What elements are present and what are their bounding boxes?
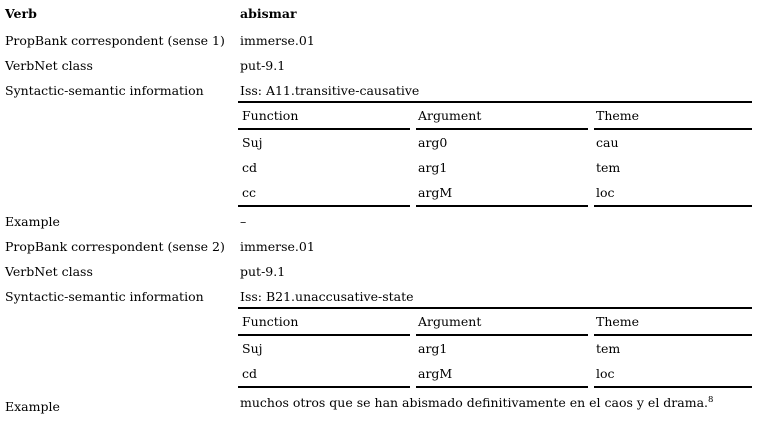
verbnet-row-sense-1: VerbNet class put-9.1 bbox=[0, 56, 757, 81]
cell-argument: arg0 bbox=[418, 135, 448, 150]
column-header-function: Function bbox=[242, 108, 299, 123]
propbank-value-sense-2: immerse.01 bbox=[240, 239, 315, 254]
rule-segment-argument bbox=[416, 205, 588, 207]
rule-segment-function bbox=[238, 386, 410, 388]
propbank-label-sense-1: PropBank correspondent (sense 1) bbox=[5, 33, 225, 48]
syntsem-value-sense-1: Iss: A11.transitive-causative bbox=[240, 83, 420, 98]
cell-theme: loc bbox=[596, 366, 615, 381]
cell-function: cd bbox=[242, 366, 258, 381]
column-header-argument: Argument bbox=[418, 108, 482, 123]
example-label-sense-1: Example bbox=[5, 214, 60, 229]
entry-header-label: Verb bbox=[5, 6, 37, 21]
column-header-function: Function bbox=[242, 314, 299, 329]
table-bottom-rule bbox=[238, 205, 752, 207]
table-row: Suj arg0 cau bbox=[238, 130, 752, 155]
verbnet-value-sense-2: put-9.1 bbox=[240, 264, 286, 279]
table-header-row: Function Argument Theme bbox=[238, 309, 752, 334]
rule-segment-argument bbox=[416, 386, 588, 388]
argument-table-sense-1: Function Argument Theme Suj arg0 cau cd … bbox=[238, 101, 752, 207]
cell-theme: loc bbox=[596, 185, 615, 200]
table-header-row: Function Argument Theme bbox=[238, 103, 752, 128]
syntsem-label-sense-1: Syntactic-semantic information bbox=[5, 83, 204, 98]
cell-theme: tem bbox=[596, 341, 621, 356]
syntsem-label-sense-2: Syntactic-semantic information bbox=[5, 289, 204, 304]
syntsem-value-sense-2: Iss: B21.unaccusative-state bbox=[240, 289, 414, 304]
table-row: cd argM loc bbox=[238, 361, 752, 386]
verbnet-label-sense-2: VerbNet class bbox=[5, 264, 93, 279]
cell-theme: tem bbox=[596, 160, 621, 175]
cell-argument: argM bbox=[418, 185, 453, 200]
example-row-sense-2: Example bbox=[0, 397, 757, 422]
footnote-marker: 8 bbox=[708, 394, 714, 405]
rule-segment-theme bbox=[594, 205, 752, 207]
argument-table-sense-2: Function Argument Theme Suj arg1 tem cd … bbox=[238, 307, 752, 388]
rule-segment-argument bbox=[416, 334, 588, 336]
table-top-rule bbox=[238, 307, 752, 309]
rule-segment-function bbox=[238, 128, 410, 130]
cell-function: cc bbox=[242, 185, 257, 200]
entry-header-value: abismar bbox=[240, 6, 297, 21]
rule-segment-theme bbox=[594, 334, 752, 336]
rule-segment-theme bbox=[594, 386, 752, 388]
syntsem-row-sense-2: Syntactic-semantic information bbox=[0, 287, 757, 312]
cell-theme: cau bbox=[596, 135, 619, 150]
column-header-theme: Theme bbox=[596, 314, 640, 329]
rule-segment-function bbox=[238, 205, 410, 207]
example-value-sense-1: – bbox=[240, 214, 247, 229]
column-header-argument: Argument bbox=[418, 314, 482, 329]
verbnet-row-sense-2: VerbNet class put-9.1 bbox=[0, 262, 757, 287]
cell-function: cd bbox=[242, 160, 258, 175]
entry-header-row: Verb abismar bbox=[0, 4, 757, 29]
table-bottom-rule bbox=[238, 386, 752, 388]
syntsem-row-sense-1: Syntactic-semantic information bbox=[0, 81, 757, 106]
table-top-rule bbox=[238, 101, 752, 103]
verbnet-value-sense-1: put-9.1 bbox=[240, 58, 286, 73]
column-header-theme: Theme bbox=[596, 108, 640, 123]
rule-segment-argument bbox=[416, 128, 588, 130]
verbnet-label-sense-1: VerbNet class bbox=[5, 58, 93, 73]
table-header-rule bbox=[238, 128, 752, 130]
example-row-sense-1: Example – bbox=[0, 212, 757, 237]
table-row: cc argM loc bbox=[238, 180, 752, 205]
cell-argument: arg1 bbox=[418, 341, 448, 356]
example-value-sense-2: muchos otros que se han abismado definit… bbox=[240, 393, 713, 412]
example-label-sense-2: Example bbox=[5, 399, 60, 414]
rule-segment-function bbox=[238, 334, 410, 336]
table-row: cd arg1 tem bbox=[238, 155, 752, 180]
rule-segment-theme bbox=[594, 128, 752, 130]
cell-function: Suj bbox=[242, 135, 263, 150]
table-header-rule bbox=[238, 334, 752, 336]
propbank-row-sense-2: PropBank correspondent (sense 2) immerse… bbox=[0, 237, 757, 262]
propbank-value-sense-1: immerse.01 bbox=[240, 33, 315, 48]
cell-function: Suj bbox=[242, 341, 263, 356]
propbank-label-sense-2: PropBank correspondent (sense 2) bbox=[5, 239, 225, 254]
table-row: Suj arg1 tem bbox=[238, 336, 752, 361]
example-text-sense-2: muchos otros que se han abismado definit… bbox=[240, 395, 708, 410]
propbank-row-sense-1: PropBank correspondent (sense 1) immerse… bbox=[0, 31, 757, 56]
cell-argument: argM bbox=[418, 366, 453, 381]
cell-argument: arg1 bbox=[418, 160, 448, 175]
